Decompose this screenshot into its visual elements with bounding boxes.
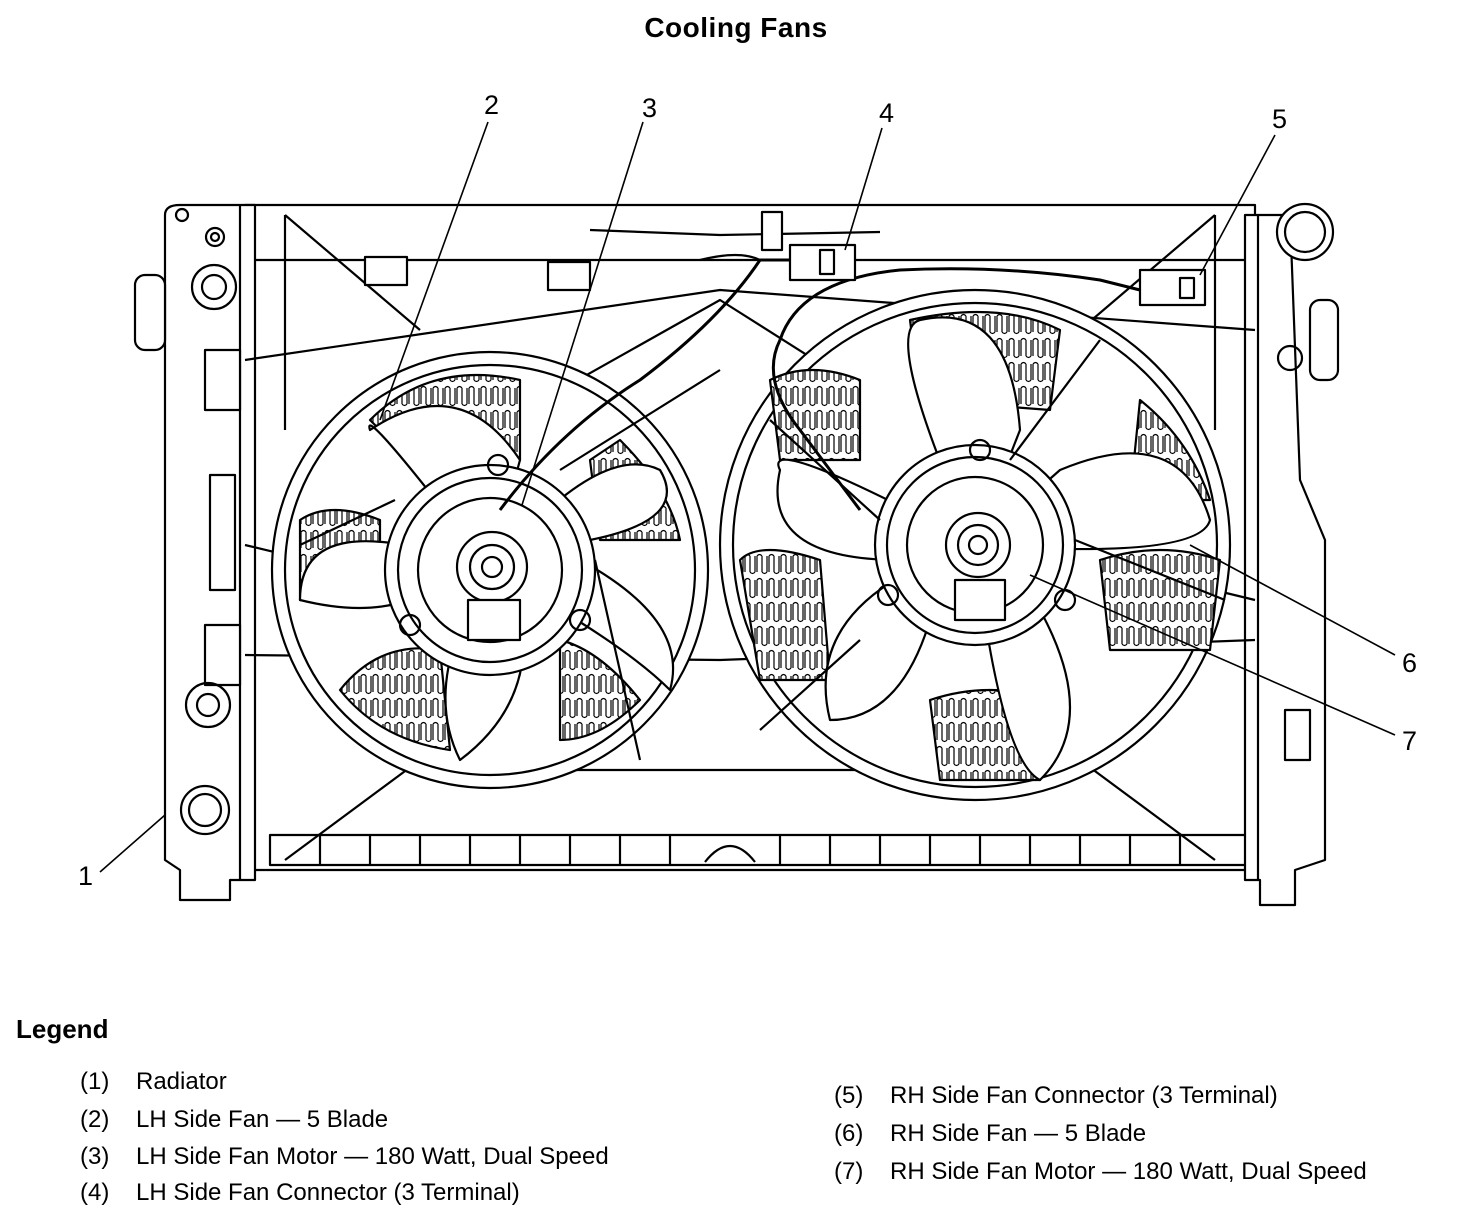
callout-6: 6 xyxy=(1402,648,1417,678)
legend-item-text: LH Side Fan Motor — 180 Watt, Dual Speed xyxy=(136,1143,609,1170)
callout-5: 5 xyxy=(1272,104,1287,134)
rh-fan-connector xyxy=(1138,268,1207,307)
legend-item: (5) RH Side Fan Connector (3 Terminal) xyxy=(834,1082,1278,1110)
legend-item-number: (1) xyxy=(80,1068,110,1095)
legend-item-number: (2) xyxy=(80,1106,110,1133)
lh-fan xyxy=(270,350,721,790)
callout-4: 4 xyxy=(879,98,894,128)
callout-1: 1 xyxy=(78,861,93,891)
legend-item: (2) LH Side Fan — 5 Blade xyxy=(80,1106,388,1134)
legend-item: (3) LH Side Fan Motor — 180 Watt, Dual Sp… xyxy=(80,1143,609,1171)
legend-item-number: (3) xyxy=(80,1143,110,1170)
radiator-left-tank xyxy=(133,203,257,902)
callout-2: 2 xyxy=(484,90,499,120)
radiator-clips xyxy=(363,255,592,292)
radiator-right-tank xyxy=(1243,202,1340,907)
legend-item: (4) LH Side Fan Connector (3 Terminal) xyxy=(80,1179,520,1207)
legend-item-number: (7) xyxy=(834,1158,864,1185)
legend-item-number: (5) xyxy=(834,1082,864,1109)
legend-item: (6) RH Side Fan — 5 Blade xyxy=(834,1120,1146,1148)
legend-item-text: LH Side Fan Connector (3 Terminal) xyxy=(136,1179,520,1206)
legend-item-number: (4) xyxy=(80,1179,110,1206)
legend-item-text: RH Side Fan Connector (3 Terminal) xyxy=(890,1082,1278,1109)
legend-item-text: RH Side Fan — 5 Blade xyxy=(890,1120,1147,1147)
legend-item-text: Radiator xyxy=(136,1068,227,1095)
callout-3: 3 xyxy=(642,93,657,123)
callout-7: 7 xyxy=(1402,726,1417,756)
legend-item-text: RH Side Fan Motor — 180 Watt, Dual Speed xyxy=(890,1158,1367,1185)
cooling-fan-diagram: 1 2 3 4 5 6 7 xyxy=(78,90,1417,907)
wire-harness xyxy=(498,253,1141,511)
leader-lines xyxy=(99,121,1396,873)
lh-fan-connector xyxy=(760,210,857,282)
page-title: Cooling Fans xyxy=(644,12,828,43)
legend-item: (1) Radiator xyxy=(80,1068,227,1096)
legend-heading: Legend xyxy=(16,1014,109,1044)
rh-fan xyxy=(718,288,1232,802)
legend-item-text: LH Side Fan — 5 Blade xyxy=(136,1106,389,1133)
legend-item-number: (6) xyxy=(834,1120,864,1147)
legend-item: (7) RH Side Fan Motor — 180 Watt, Dual Sp… xyxy=(834,1158,1367,1186)
